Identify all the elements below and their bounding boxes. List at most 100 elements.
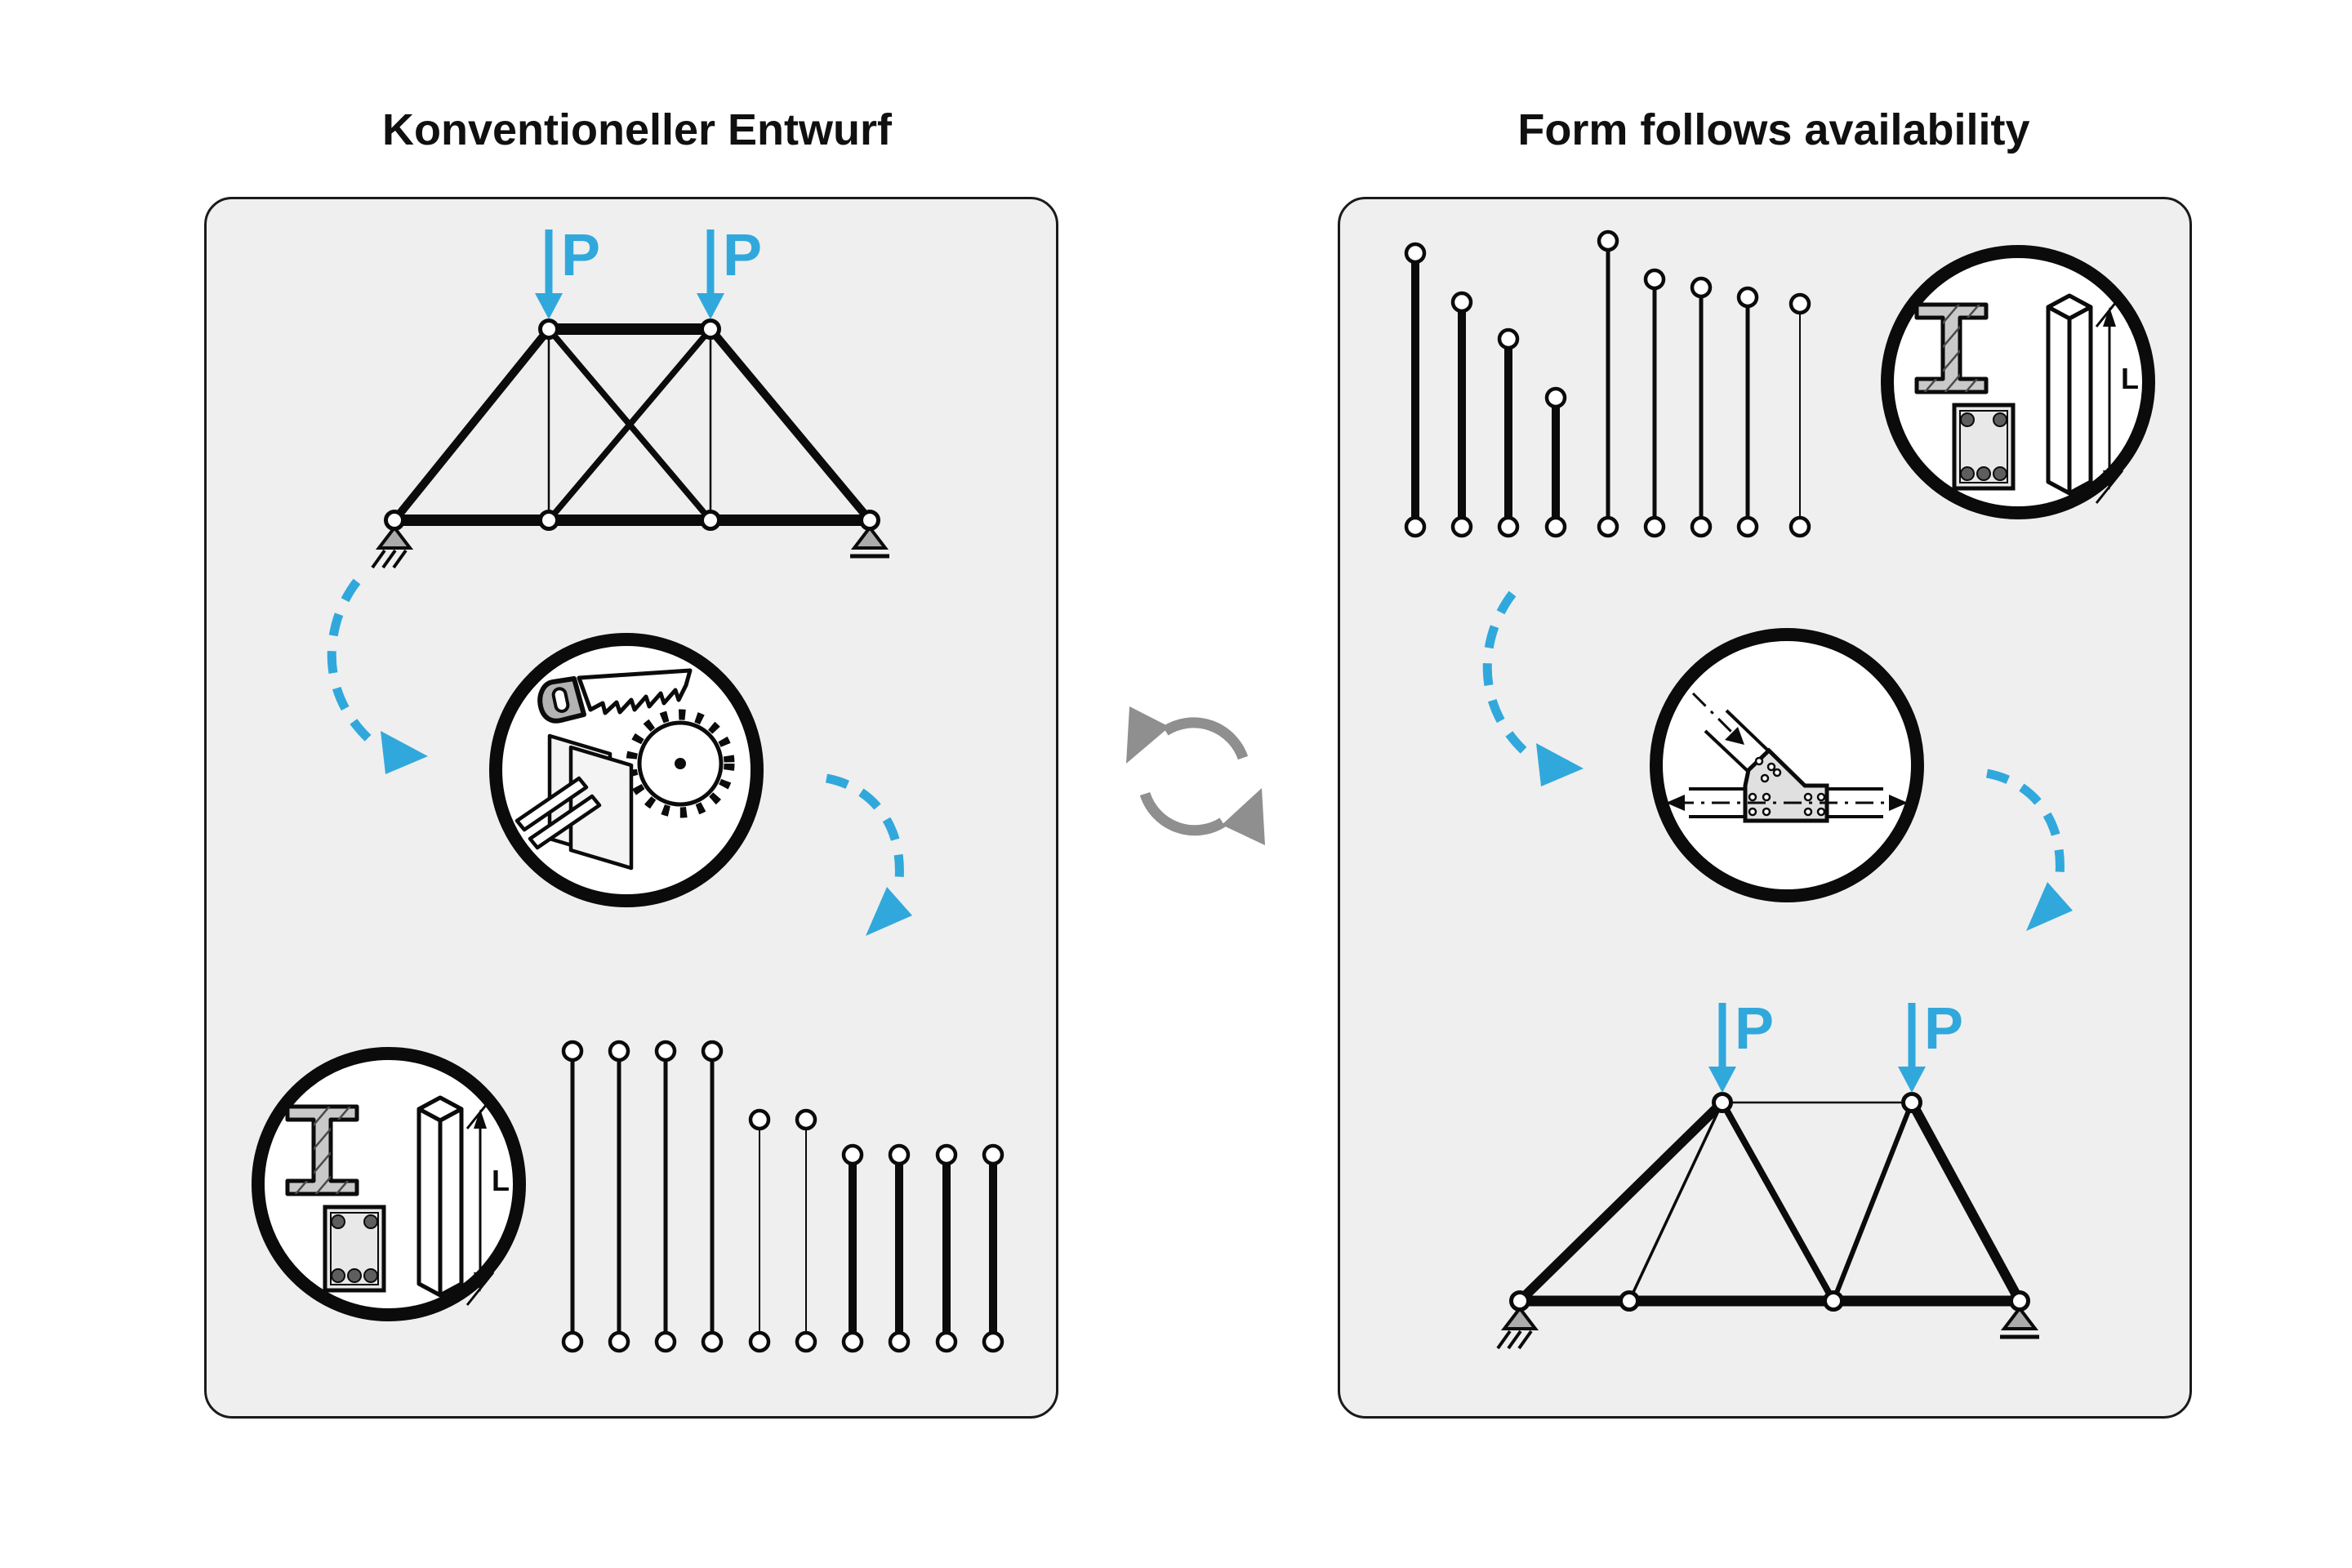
truss-member <box>546 327 713 523</box>
bar-node <box>935 1330 958 1353</box>
bar-node <box>1404 242 1427 265</box>
curved-arrow-left-1 <box>327 578 381 751</box>
bar-node <box>1690 515 1713 538</box>
load-label: P <box>561 223 600 288</box>
truss-node <box>1509 1290 1530 1312</box>
bar-length-icon: L <box>416 1095 510 1306</box>
bar-node <box>795 1330 817 1353</box>
support-pinned-triangle <box>1500 1305 1539 1330</box>
cycle-top-arrowhead <box>1126 706 1169 764</box>
truss-node <box>1901 1092 1922 1113</box>
bar-node <box>1690 276 1713 299</box>
right-panel-title: Form follows availability <box>1517 105 2030 154</box>
bar-node <box>748 1330 771 1353</box>
gusset-plate-connection <box>1666 692 1908 823</box>
curved-arrow-right-2-head <box>2026 882 2073 931</box>
bar-node <box>1497 327 1520 350</box>
joint-detail-icon <box>1650 628 1924 902</box>
bar-node <box>1544 515 1567 538</box>
truss-member <box>391 326 552 523</box>
truss-member <box>1516 1098 1726 1305</box>
truss-member <box>1719 1101 1837 1303</box>
cross-sections-icon-right: L <box>1881 245 2155 519</box>
truss-node <box>859 510 880 531</box>
bar-node <box>608 1040 630 1062</box>
bar-node <box>1788 515 1811 538</box>
curved-arrow-right-1 <box>1482 590 1536 763</box>
bar-node <box>795 1108 817 1131</box>
bar-node <box>982 1330 1004 1353</box>
dim-label: L <box>492 1164 510 1197</box>
support-hatch <box>392 549 408 569</box>
support-hatch <box>1496 1330 1512 1350</box>
bar-node <box>561 1330 584 1353</box>
cross-sections-icon-left: L <box>252 1047 526 1321</box>
bar-node <box>1643 268 1666 291</box>
bar-node <box>1497 515 1520 538</box>
support-pinned-triangle <box>375 524 414 550</box>
curved-arrow-left-1-head <box>381 731 428 774</box>
concrete-section-icon <box>1952 403 2016 491</box>
bar-node <box>1736 515 1759 538</box>
left-panel-title: Konventioneller Entwurf <box>381 105 893 154</box>
truss-member <box>1831 1101 1914 1303</box>
load-arrow-head <box>1898 1067 1926 1093</box>
bar-length-icon: L <box>2046 293 2139 504</box>
truss-node <box>1823 1290 1844 1312</box>
bar-node <box>1404 515 1427 538</box>
support-roller-triangle <box>850 524 889 550</box>
bar-node <box>701 1330 724 1353</box>
bar-node <box>748 1108 771 1131</box>
bar-node <box>1450 515 1473 538</box>
circular-saw-icon <box>626 709 735 818</box>
truss-member <box>1907 1100 2025 1303</box>
cut-members-set <box>561 1040 1004 1353</box>
load-label: P <box>1735 996 1774 1062</box>
bar-node <box>935 1143 958 1166</box>
bar-node <box>654 1330 677 1353</box>
bar-node <box>608 1330 630 1353</box>
curved-arrow-right-1-head <box>1536 743 1584 786</box>
load-label: P <box>723 223 762 288</box>
process-arrows <box>327 578 2073 936</box>
truss-member <box>1628 1102 1724 1302</box>
fabrication-icon <box>489 633 764 907</box>
load-arrow-head <box>697 293 724 319</box>
truss-node <box>700 510 721 531</box>
support-hatch <box>1507 1330 1522 1350</box>
bar-node <box>888 1330 911 1353</box>
bar-node <box>1450 291 1473 314</box>
bar-node <box>701 1040 724 1062</box>
bar-node <box>982 1143 1004 1166</box>
cycle-arrows-icon <box>1126 706 1265 845</box>
support-hatch <box>1517 1330 1533 1350</box>
plates-and-angles-icon <box>514 733 634 871</box>
dim-label: L <box>2121 362 2139 395</box>
curved-arrow-left-2 <box>825 773 904 881</box>
load-arrow-head <box>1708 1067 1736 1093</box>
concrete-section-icon <box>323 1205 386 1293</box>
curved-arrow-left-2-head <box>866 887 912 936</box>
truss-member <box>707 326 873 523</box>
bar-node <box>561 1040 584 1062</box>
curved-arrow-right-2 <box>1985 768 2065 876</box>
bar-node <box>1597 229 1619 252</box>
bar-node <box>1597 515 1619 538</box>
bar-node <box>888 1143 911 1166</box>
bar-node <box>841 1330 864 1353</box>
cycle-top-arc <box>1162 717 1249 760</box>
bar-node <box>1544 386 1567 409</box>
support-hatch <box>371 549 386 569</box>
joint-circle <box>1650 628 1924 902</box>
bar-node <box>654 1040 677 1062</box>
cycle-bottom-arrowhead <box>1222 788 1265 845</box>
handsaw-icon <box>537 668 693 724</box>
support-hatch <box>381 549 397 569</box>
bar-node <box>841 1143 864 1166</box>
cycle-bottom-arc <box>1139 791 1226 836</box>
bar-node <box>1736 286 1759 309</box>
